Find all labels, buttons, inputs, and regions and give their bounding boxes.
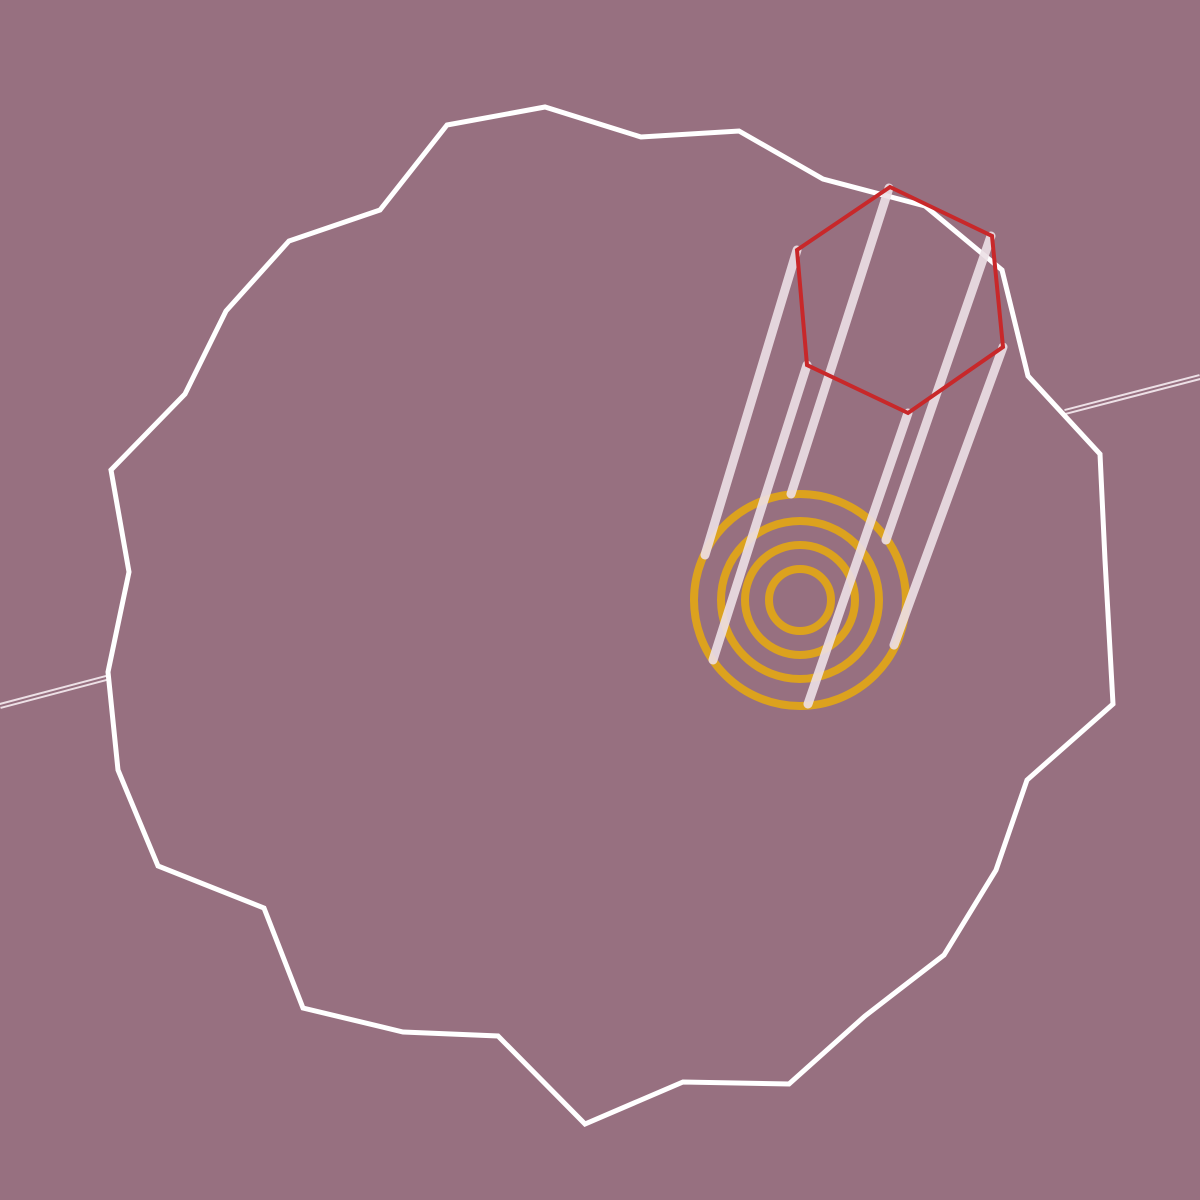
streak-3 xyxy=(881,231,996,545)
hexagon-marker xyxy=(794,184,1006,416)
ring-second xyxy=(717,517,883,683)
boundary-polygon xyxy=(105,104,1116,1127)
streak-2 xyxy=(786,183,894,499)
ring-inner xyxy=(765,565,835,635)
streak-1 xyxy=(700,245,802,560)
motion-streaks xyxy=(700,183,1008,709)
streak-5 xyxy=(708,360,812,665)
streak-6 xyxy=(803,408,913,709)
crossing-double-line xyxy=(0,374,1200,709)
streak-4 xyxy=(889,342,1008,650)
ring-third xyxy=(741,541,859,659)
